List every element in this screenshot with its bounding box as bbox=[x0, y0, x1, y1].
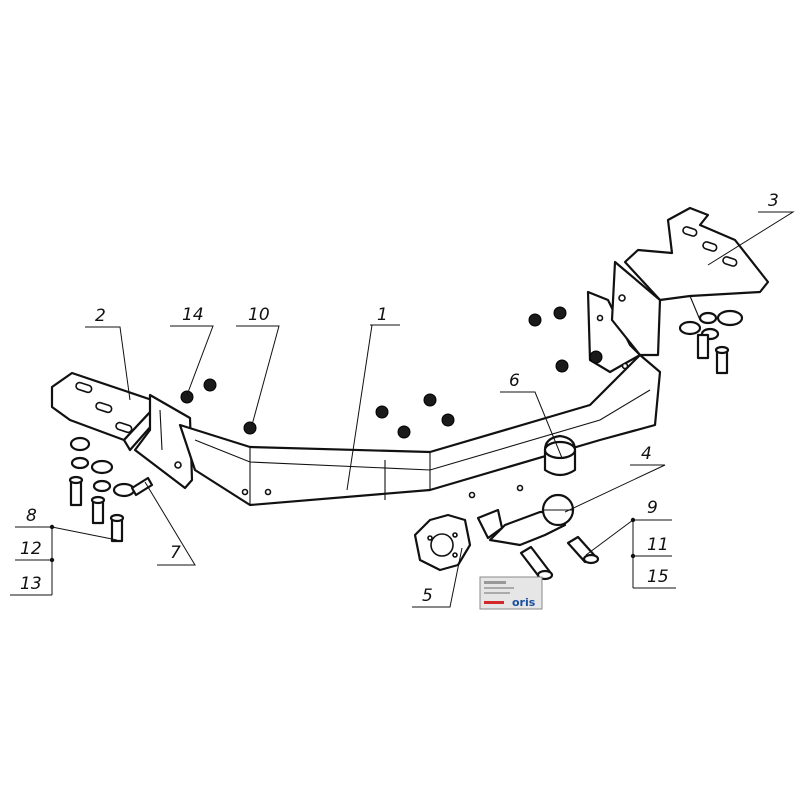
ball-cover-cap bbox=[543, 434, 577, 477]
callout-5: 5 bbox=[422, 586, 433, 606]
right-fastener-set bbox=[678, 309, 744, 375]
arm-bolts bbox=[519, 535, 600, 581]
callout-2: 2 bbox=[95, 306, 106, 326]
left-fastener-set bbox=[68, 436, 154, 543]
junction-dots bbox=[49, 517, 636, 563]
callout-11: 11 bbox=[647, 535, 669, 555]
callout-10: 10 bbox=[248, 305, 270, 325]
right-mounting-bracket bbox=[610, 206, 770, 357]
loose-nuts bbox=[180, 306, 603, 439]
callout-4: 4 bbox=[641, 444, 652, 464]
manufacturer-nameplate: oris bbox=[479, 576, 543, 610]
callout-7: 7 bbox=[170, 543, 181, 563]
callout-8: 8 bbox=[26, 506, 37, 526]
left-mounting-bracket bbox=[50, 371, 194, 490]
nameplate-brand: oris bbox=[512, 596, 536, 609]
callout-labels: 1 2 3 4 5 6 7 8 9 10 11 12 13 14 15 bbox=[20, 191, 779, 606]
socket-plate bbox=[413, 508, 504, 572]
tow-ball-arm bbox=[488, 493, 575, 547]
leader-lines bbox=[10, 211, 795, 608]
callout-9: 9 bbox=[647, 498, 658, 518]
callout-12: 12 bbox=[20, 539, 42, 559]
callout-13: 13 bbox=[20, 574, 42, 594]
main-cross-beam bbox=[178, 290, 662, 507]
callout-1: 1 bbox=[377, 305, 388, 325]
callout-6: 6 bbox=[509, 371, 520, 391]
nameplate-accent-bar bbox=[484, 601, 504, 604]
callout-3: 3 bbox=[768, 191, 779, 211]
callout-15: 15 bbox=[647, 567, 669, 587]
callout-14: 14 bbox=[182, 305, 204, 325]
